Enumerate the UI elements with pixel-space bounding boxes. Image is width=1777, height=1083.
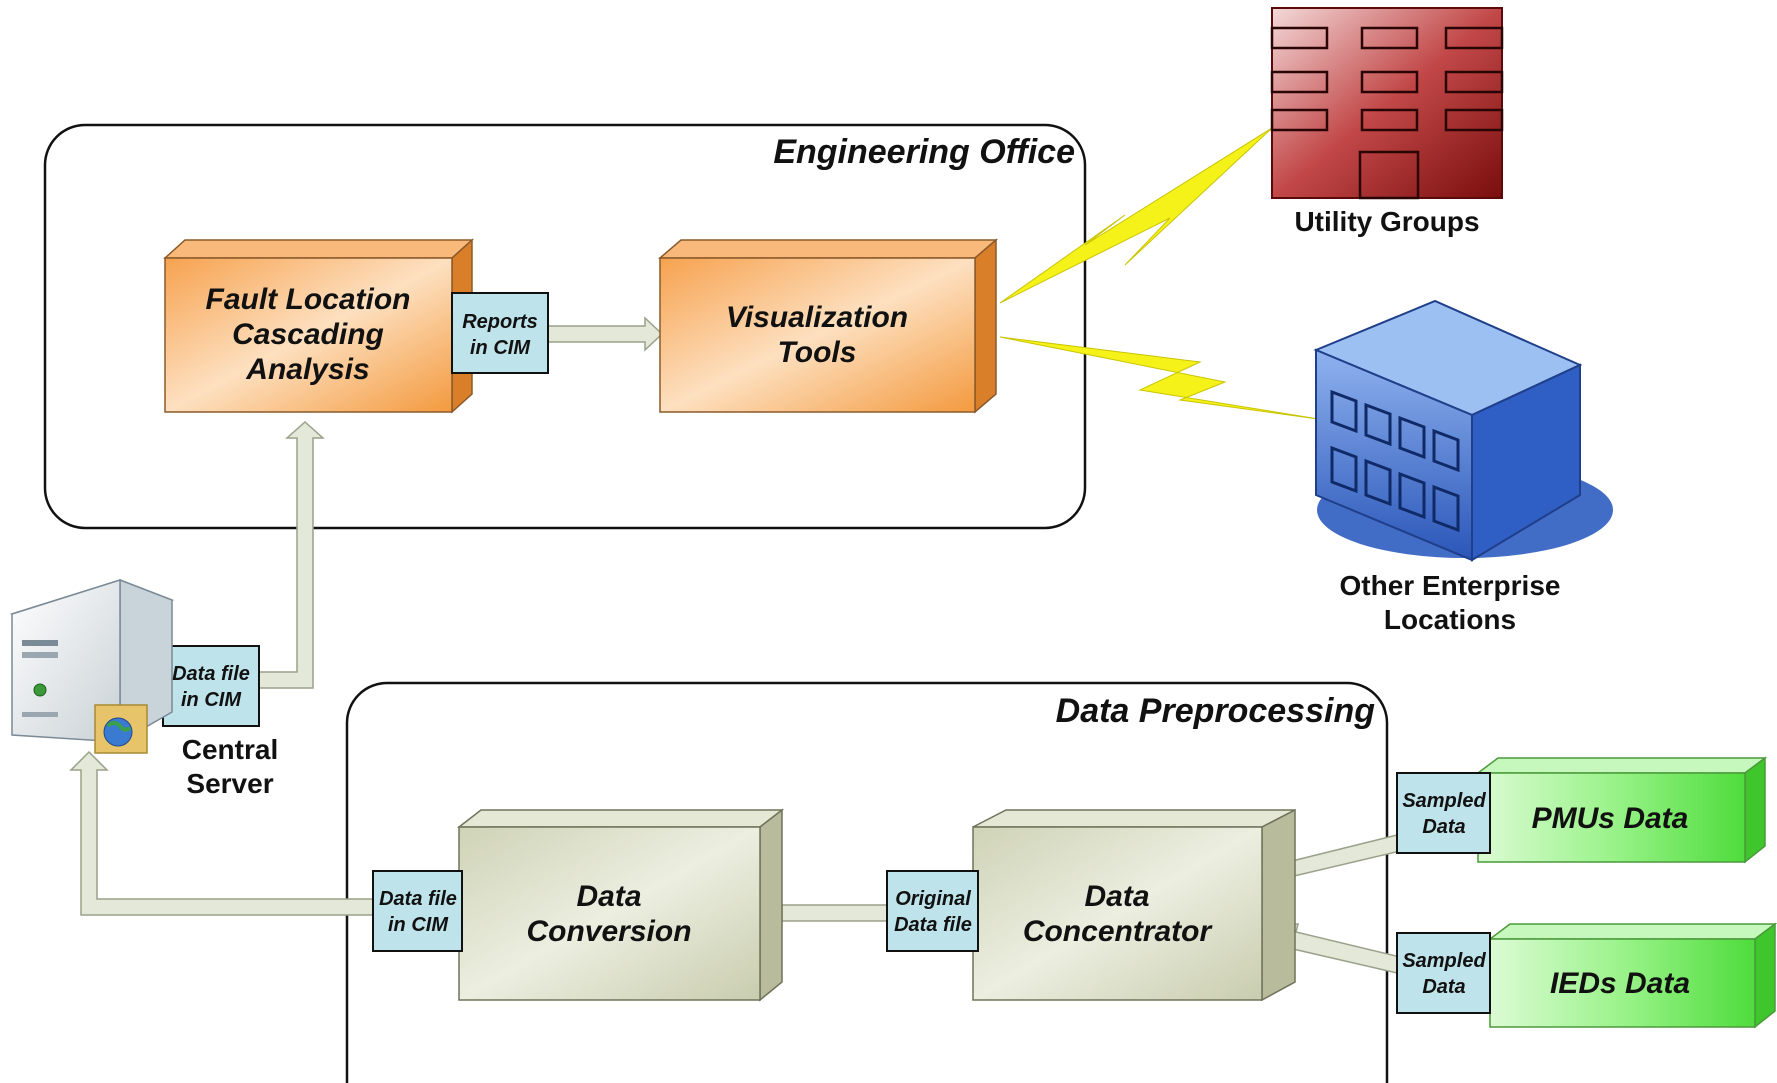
- svg-text:in CIM: in CIM: [470, 337, 531, 359]
- tag-reports-in-cim: Reports in CIM: [451, 292, 549, 374]
- data-concentrator-line-2: Concentrator: [1023, 915, 1214, 948]
- svg-text:Data file: Data file: [379, 888, 457, 910]
- visualization-line-1: Visualization: [726, 301, 908, 334]
- tag-ieds-sampled-data: Sampled Data: [1396, 932, 1491, 1014]
- pmus-data-box: PMUs Data: [1475, 756, 1768, 864]
- svg-text:Original: Original: [895, 888, 971, 910]
- engineering-office-title: Engineering Office: [773, 133, 1075, 171]
- central-server-label-line-1: Central: [182, 734, 278, 765]
- data-concentrator-line-1: Data: [1084, 880, 1149, 913]
- svg-text:Sampled: Sampled: [1402, 790, 1486, 812]
- lightning-to-enterprise: [999, 336, 1326, 421]
- ieds-data-label: IEDs Data: [1550, 967, 1690, 1000]
- svg-text:Data: Data: [1422, 976, 1465, 998]
- data-conversion-line-1: Data: [576, 880, 641, 913]
- utility-groups-building-icon: Utility Groups: [1270, 7, 1504, 237]
- svg-text:Data file: Data file: [172, 663, 250, 685]
- fault-location-line-2: Cascading: [232, 318, 384, 351]
- engineering-office-region: Engineering Office: [43, 123, 1087, 530]
- enterprise-label-line-1: Other Enterprise: [1340, 570, 1561, 601]
- visualization-tools-box: Visualization Tools: [657, 238, 999, 414]
- svg-text:in CIM: in CIM: [388, 914, 449, 936]
- data-concentrator-box: Data Concentrator: [972, 808, 1296, 1002]
- pmus-data-label: PMUs Data: [1532, 802, 1689, 835]
- data-conversion-box: Data Conversion: [456, 808, 785, 1002]
- tag-pmus-sampled-data: Sampled Data: [1396, 772, 1491, 854]
- central-server-icon: Central Server: [9, 578, 278, 799]
- tag-conversion-data-file-in-cim: Data file in CIM: [372, 870, 463, 952]
- enterprise-label-line-2: Locations: [1384, 604, 1516, 635]
- data-preprocessing-title: Data Preprocessing: [1056, 692, 1376, 730]
- enterprise-building-icon: Other Enterprise Locations: [1313, 299, 1613, 635]
- central-server-label-line-2: Server: [186, 768, 273, 799]
- tag-server-data-file-in-cim: Data file in CIM: [162, 645, 260, 727]
- arrow-conversion-to-server: [69, 750, 374, 916]
- tag-original-data-file: Original Data file: [886, 870, 979, 952]
- data-conversion-line-2: Conversion: [526, 915, 691, 948]
- svg-text:Data file: Data file: [894, 914, 972, 936]
- arrow-reports-to-visualization: [544, 316, 664, 352]
- fault-location-line-3: Analysis: [245, 353, 369, 386]
- svg-text:Reports: Reports: [462, 311, 538, 333]
- ieds-data-box: IEDs Data: [1487, 922, 1777, 1029]
- svg-text:Data: Data: [1422, 816, 1465, 838]
- svg-text:in CIM: in CIM: [181, 689, 242, 711]
- svg-text:Sampled: Sampled: [1402, 950, 1486, 972]
- utility-groups-label: Utility Groups: [1294, 206, 1479, 237]
- arrow-server-to-fault-location: [257, 420, 325, 689]
- visualization-line-2: Tools: [778, 336, 857, 369]
- link-conversion-to-concentrator: [781, 904, 888, 922]
- fault-location-line-1: Fault Location: [206, 283, 411, 316]
- fault-location-box: Fault Location Cascading Analysis: [163, 238, 474, 414]
- arrow-ieds-to-concentrator: [1278, 923, 1401, 974]
